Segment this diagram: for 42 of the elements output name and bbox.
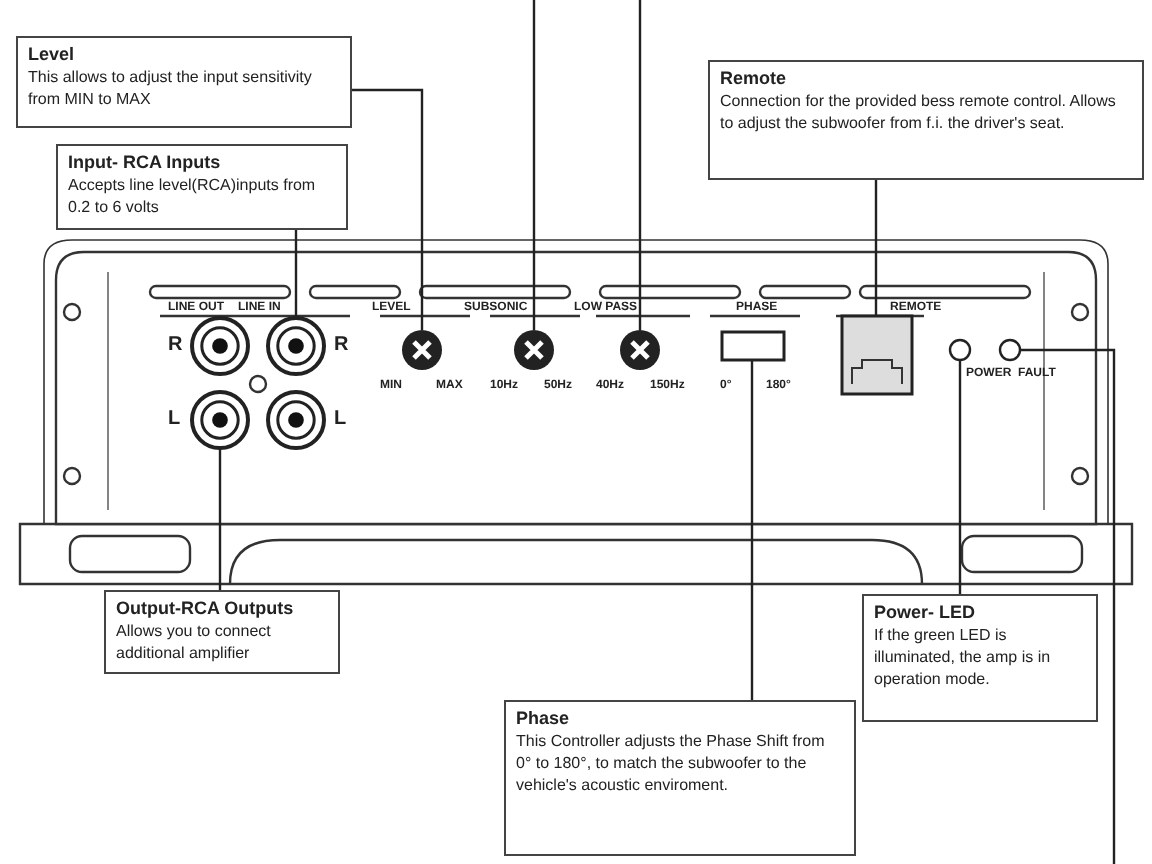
control-knob [514, 330, 554, 370]
remote-port [840, 314, 914, 396]
callout-box [862, 594, 1098, 722]
rca-jack [266, 390, 326, 450]
phase-switch [720, 330, 786, 362]
leader-line [218, 448, 222, 590]
leader-line [750, 360, 754, 700]
channel-label: L [334, 410, 347, 430]
channel-label: R [334, 336, 349, 356]
leader-line [352, 88, 424, 330]
channel-label: L [168, 410, 181, 430]
rca-jack [266, 316, 326, 376]
callout-heading: Output-RCA Outputs [116, 598, 296, 618]
rca-jack [190, 316, 250, 376]
callout-box [504, 700, 856, 856]
callout-text: This allows to adjust the input sensitivity from MIN to MAX [28, 68, 314, 112]
callout-text: Accepts line level(RCA)inputs from 0.2 to 6 volts [68, 176, 318, 220]
callout-text: This Controller adjusts the Phase Shift from 0° to 180°, to match the subwoofer to the vehicle's acoustic enviroment. [516, 732, 827, 797]
leader-line [532, 0, 536, 330]
callout-box [708, 60, 1144, 180]
callout-heading: Power- LED [874, 602, 978, 622]
callout-text: Connection for the provided bess remote control. Allows to adjust the subwoofer from f.i. the driver's seat. [720, 92, 1118, 136]
leader-line [294, 230, 298, 318]
leader-line [874, 180, 878, 316]
leader-line [958, 360, 962, 594]
rca-jack [190, 390, 250, 450]
callout-heading: Level [28, 44, 77, 64]
control-knob [620, 330, 660, 370]
channel-label: R [168, 336, 183, 356]
callout-heading: Phase [516, 708, 572, 728]
callout-text: If the green LED is illuminated, the amp is in operation mode. [874, 626, 1053, 691]
led-indicator [998, 338, 1022, 362]
callout-heading: Remote [720, 68, 789, 88]
control-knob [402, 330, 442, 370]
callout-box [56, 144, 348, 230]
led-indicator [948, 338, 972, 362]
callout-box [104, 590, 340, 674]
callout-text: Allows you to connect additional amplifier [116, 622, 273, 666]
leader-line [1020, 348, 1116, 864]
callout-box [16, 36, 352, 128]
leader-line [638, 0, 642, 330]
callout-heading: Input- RCA Inputs [68, 152, 223, 172]
